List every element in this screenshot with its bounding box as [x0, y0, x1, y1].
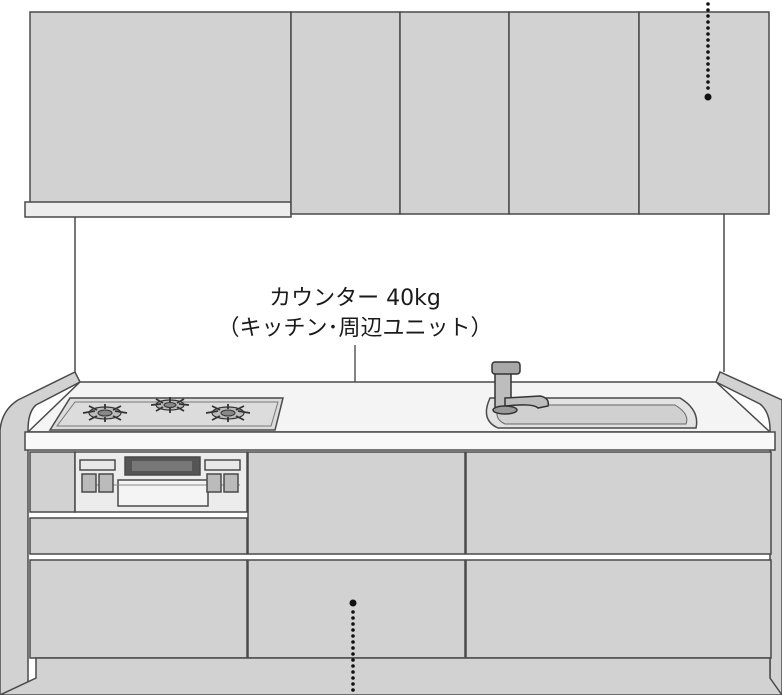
drawer-left-top — [29, 517, 248, 555]
gas-burner-icon — [205, 404, 251, 422]
right-side-panel — [715, 370, 782, 695]
upper-cabinet-door-5 — [638, 11, 770, 215]
backsplash — [74, 214, 725, 372]
upper-cabinets — [24, 11, 770, 218]
range-hood-strip — [24, 201, 292, 218]
drawer-left-bottom — [29, 559, 248, 659]
upper-cabinet-door-4 — [508, 11, 640, 215]
upper-cabinet-hood-section — [29, 11, 292, 204]
control-knob-icon — [204, 459, 241, 493]
lower-cabinets — [29, 451, 772, 659]
drawer-middle-top — [247, 451, 466, 555]
annotation-line-2: （キッチン･周辺ユニット） — [217, 316, 492, 341]
drawer-middle-bottom — [247, 559, 466, 659]
stove-top-plate — [48, 397, 284, 431]
faucet-icon — [491, 361, 550, 415]
annotation-line-1: カウンター 40kg — [269, 286, 441, 311]
countertop-front-edge — [24, 431, 776, 451]
upper-cabinet-door-2 — [290, 11, 401, 215]
dotted-leader-bottom — [349, 599, 357, 692]
drawer-right-top — [465, 451, 772, 555]
gas-stove — [48, 397, 284, 431]
gas-burner-icon — [150, 397, 190, 413]
drawer-right-bottom — [465, 559, 772, 659]
control-knob-icon — [79, 459, 116, 493]
plinth — [0, 657, 782, 695]
gas-burner-icon — [82, 404, 128, 422]
dotted-leader-top — [704, 2, 712, 101]
dish-dryer-panel — [29, 451, 76, 513]
upper-cabinet-door-3 — [399, 11, 510, 215]
